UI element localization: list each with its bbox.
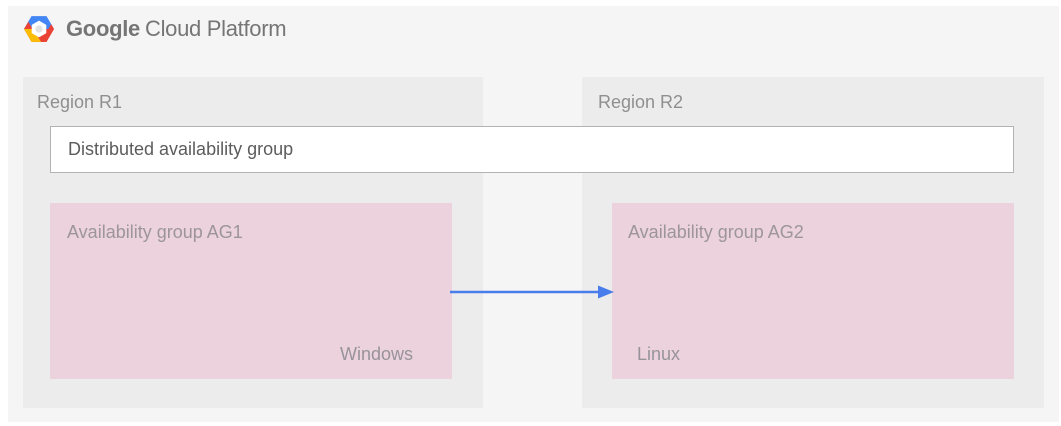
ag1-os-label: Windows — [339, 344, 413, 364]
distributed-availability-group-box: Distributed availability group — [50, 126, 1014, 173]
ag2-os-label: Linux — [637, 344, 681, 364]
distributed-availability-group-label: Distributed availability group — [68, 139, 294, 159]
google-cloud-platform-logo-icon — [24, 16, 54, 42]
brand-title-google: Google — [66, 16, 140, 41]
availability-group-ag1-label: Availability group AG1 — [67, 222, 243, 242]
availability-group-ag1-box: Availability group AG1 Windows — [50, 203, 452, 379]
region-r2-label: Region R2 — [598, 92, 684, 112]
brand-title-cloud-platform: Cloud Platform — [144, 16, 287, 41]
ag1-to-ag2-arrow-icon — [450, 285, 614, 299]
availability-group-ag2-box: Availability group AG2 Linux — [612, 203, 1014, 379]
availability-group-ag2-label: Availability group AG2 — [628, 222, 804, 242]
region-r1-label: Region R1 — [37, 92, 123, 112]
